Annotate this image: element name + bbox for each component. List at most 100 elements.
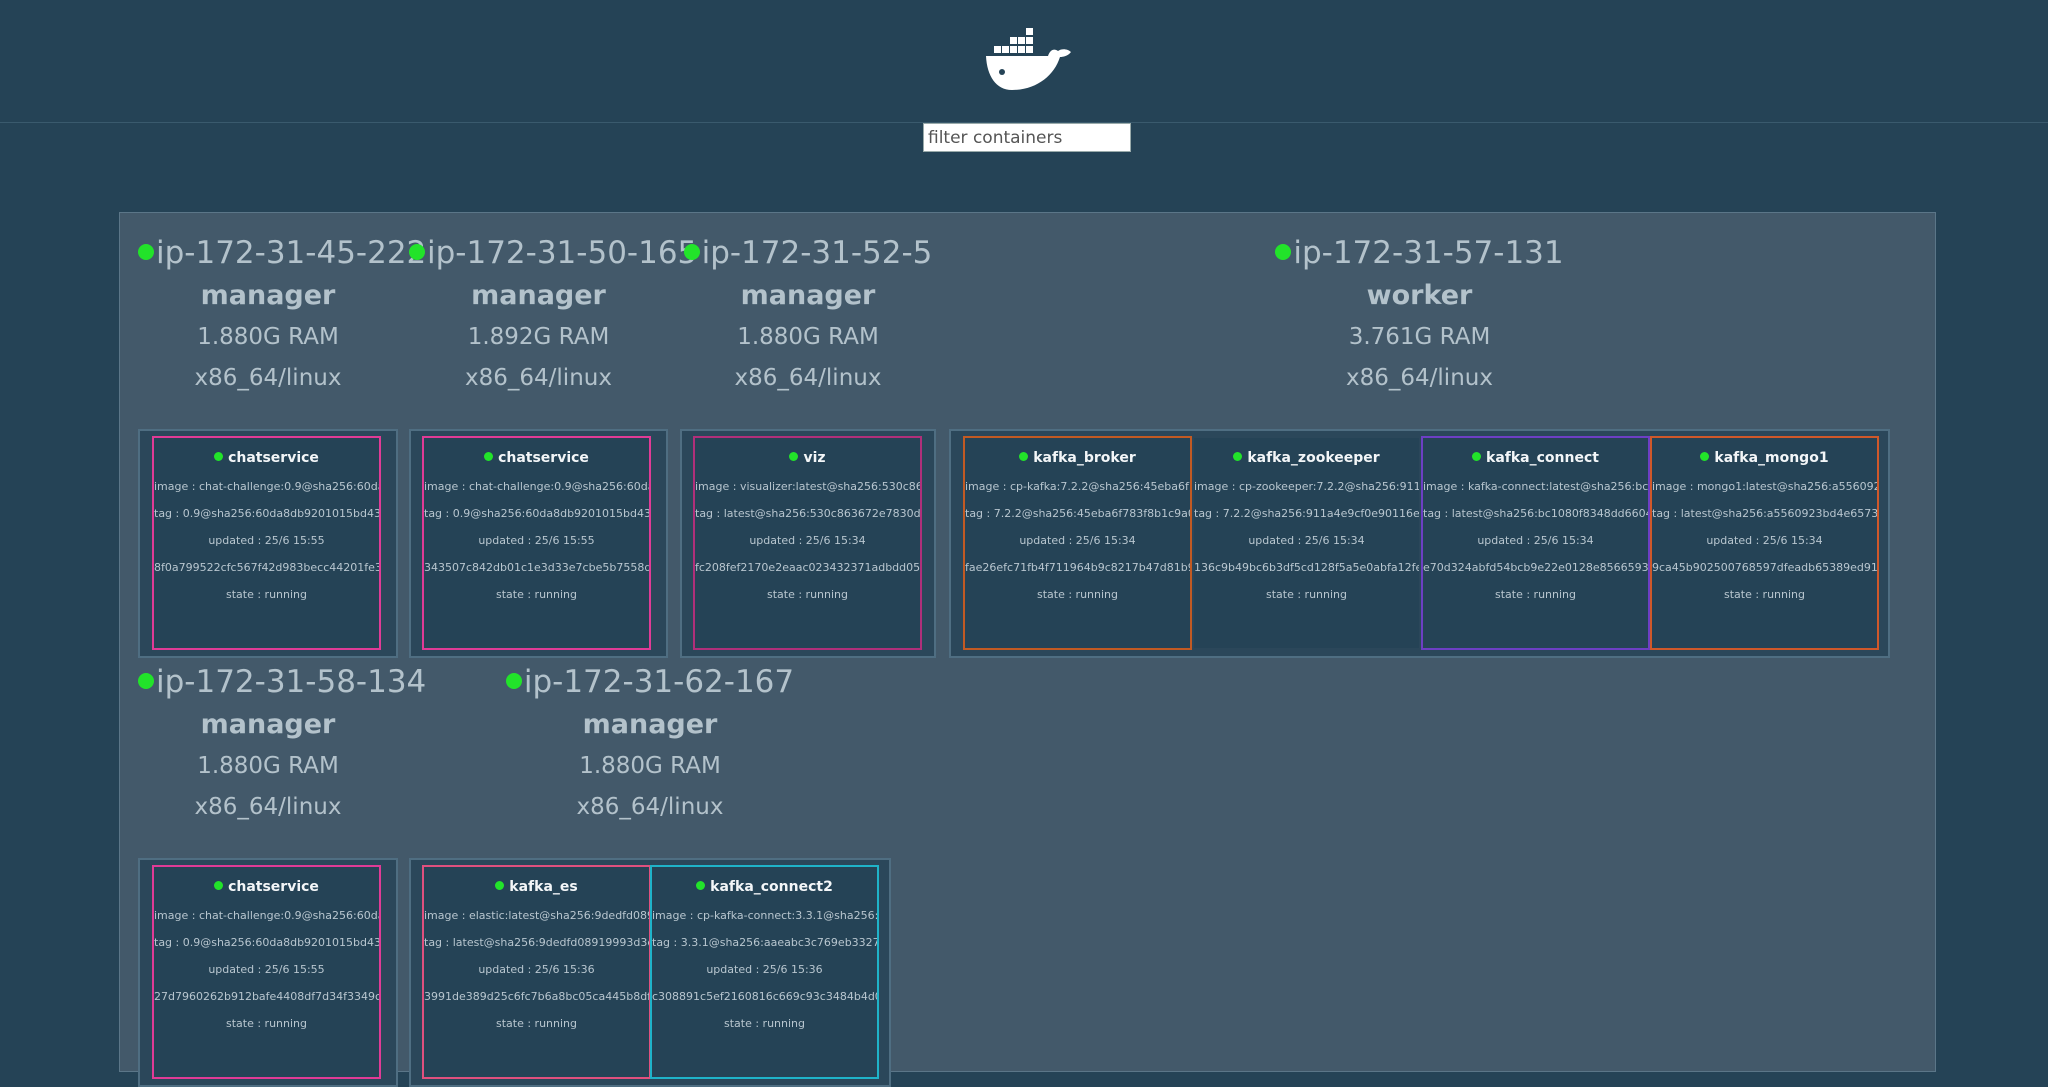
status-dot-icon [683,243,700,260]
node-card: ip-172-31-45-222 manager 1.880G RAM x86_… [138,233,426,658]
task-id: fae26efc71fb4f711964b9c8217b47d81b90 [965,561,1192,574]
task-id: e70d324abfd54bcb9e22e0128e85665932 [1423,561,1650,574]
node-name: ip-172-31-58-134 [138,662,426,702]
node-ram: 1.880G RAM [737,324,879,350]
header [0,0,2048,123]
node-card: ip-172-31-57-131 worker 3.761G RAM x86_6… [949,233,1890,658]
task-state: state : running [1723,588,1805,601]
task-image: image : elastic:latest@sha256:9dedfd0891… [424,909,651,922]
task-image: image : cp-kafka:7.2.2@sha256:45eba6f783… [965,480,1190,493]
container-box: chatservice image : chat-challenge:0.9@s… [409,429,668,658]
task-id: 3991de389d25c6fc7b6a8bc05ca445b8df0 [424,990,651,1003]
task-name: kafka_broker [965,448,1190,468]
node-arch: x86_64/linux [465,365,612,391]
task-state: state : running [495,1017,577,1030]
node-name: ip-172-31-57-131 [949,233,1890,273]
task-updated: updated : 25/6 15:34 [1019,534,1136,547]
node-role: manager [200,280,336,311]
task-image: image : visualizer:latest@sha256:530c863… [695,480,922,493]
task-name: kafka_mongo1 [1652,448,1877,468]
status-dot-icon [138,672,154,689]
task-card[interactable]: viz image : visualizer:latest@sha256:530… [693,436,922,650]
status-dot-icon [1700,452,1710,461]
task-updated: updated : 25/6 15:36 [478,963,595,976]
node-arch: x86_64/linux [194,365,342,391]
node-arch: x86_64/linux [1346,365,1493,391]
task-state: state : running [495,588,577,601]
task-id: c308891c5ef2160816c669c93c3484b4d0a [652,990,879,1003]
status-dot-icon [484,452,494,461]
node-arch: x86_64/linux [194,794,342,820]
task-updated: updated : 25/6 15:34 [1706,534,1823,547]
node-card: ip-172-31-50-165 manager 1.892G RAM x86_… [409,233,697,658]
container-box: viz image : visualizer:latest@sha256:530… [680,429,936,658]
task-image: image : cp-kafka-connect:3.3.1@sha256:aa [652,909,879,922]
task-tag: tag : latest@sha256:a5560923bd4e657376 [1652,507,1879,520]
task-tag: tag : latest@sha256:9dedfd08919993d3c1 [424,936,651,949]
node-card: ip-172-31-52-5 manager 1.880G RAM x86_64… [680,233,936,658]
task-id: 9ca45b902500768597dfeadb65389ed911 [1652,561,1879,574]
task-image: image : chat-challenge:0.9@sha256:60da8d… [154,480,379,493]
task-name: chatservice [424,448,649,468]
task-image: image : mongo1:latest@sha256:a5560923 [1652,480,1879,493]
task-id: 8f0a799522cfc567f42d983becc44201fe3f8 [154,561,381,574]
status-dot-icon [789,452,799,461]
task-id: fc208fef2170e2eaac023432371adbdd0503 [695,561,922,574]
task-tag: tag : latest@sha256:bc1080f8348dd6604e [1423,507,1650,520]
task-state: state : running [225,1017,307,1030]
node-ram: 1.880G RAM [197,324,339,350]
status-dot-icon [214,452,224,461]
node-arch: x86_64/linux [576,794,724,820]
task-updated: updated : 25/6 15:55 [208,534,325,547]
task-state: state : running [1036,588,1118,601]
task-tag: tag : 0.9@sha256:60da8db9201015bd43fe [424,507,651,520]
task-card[interactable]: kafka_es image : elastic:latest@sha256:9… [422,865,651,1079]
task-state: state : running [723,1017,805,1030]
task-state: state : running [766,588,848,601]
task-name: chatservice [154,448,379,468]
task-tag: tag : 7.2.2@sha256:911a4e9cf0e90116ed5 [1194,507,1421,520]
task-card[interactable]: kafka_zookeeper image : cp-zookeeper:7.2… [1192,436,1421,650]
node-ram: 3.761G RAM [1348,324,1491,350]
task-tag: tag : 0.9@sha256:60da8db9201015bd43fe [154,507,381,520]
task-updated: updated : 25/6 15:34 [749,534,866,547]
node-role: manager [582,709,718,740]
task-name: kafka_es [424,877,649,897]
container-box: chatservice image : chat-challenge:0.9@s… [138,858,398,1087]
task-image: image : kafka-connect:latest@sha256:bc10 [1423,480,1650,493]
task-tag: tag : 0.9@sha256:60da8db9201015bd43fe [154,936,381,949]
node-name: ip-172-31-45-222 [138,233,426,273]
node-name: ip-172-31-50-165 [409,233,697,273]
task-card[interactable]: chatservice image : chat-challenge:0.9@s… [422,436,651,650]
filter-containers-input[interactable] [923,123,1131,152]
task-updated: updated : 25/6 15:36 [706,963,823,976]
docker-whale-icon [986,28,1071,90]
task-card[interactable]: kafka_connect2 image : cp-kafka-connect:… [650,865,879,1079]
node-ram: 1.880G RAM [579,753,721,779]
task-id: 27d7960262b912bafe4408df7d34f3349c3 [154,990,381,1003]
status-dot-icon [696,881,706,890]
task-state: state : running [225,588,307,601]
task-updated: updated : 25/6 15:55 [208,963,325,976]
task-name: viz [695,448,920,468]
task-card[interactable]: kafka_mongo1 image : mongo1:latest@sha25… [1650,436,1879,650]
task-card[interactable]: chatservice image : chat-challenge:0.9@s… [152,436,381,650]
task-card[interactable]: kafka_connect image : kafka-connect:late… [1421,436,1650,650]
task-tag: tag : 3.3.1@sha256:aaeabc3c769eb33271 [652,936,879,949]
task-state: state : running [1494,588,1576,601]
task-card[interactable]: kafka_broker image : cp-kafka:7.2.2@sha2… [963,436,1192,650]
node-arch: x86_64/linux [734,365,882,391]
node-card: ip-172-31-62-167 manager 1.880G RAM x86_… [409,662,891,1087]
task-image: image : cp-zookeeper:7.2.2@sha256:911a4 [1194,480,1421,493]
status-dot-icon [1275,243,1292,260]
task-name: kafka_zookeeper [1194,448,1419,468]
node-role: manager [740,280,876,311]
task-card[interactable]: chatservice image : chat-challenge:0.9@s… [152,865,381,1079]
status-dot-icon [214,881,224,890]
status-dot-icon [495,881,505,890]
container-box: chatservice image : chat-challenge:0.9@s… [138,429,398,658]
task-name: chatservice [154,877,379,897]
task-tag: tag : 7.2.2@sha256:45eba6f783f8b1c9a08 [965,507,1192,520]
task-image: image : chat-challenge:0.9@sha256:60da8d… [154,909,379,922]
status-dot-icon [138,243,154,260]
